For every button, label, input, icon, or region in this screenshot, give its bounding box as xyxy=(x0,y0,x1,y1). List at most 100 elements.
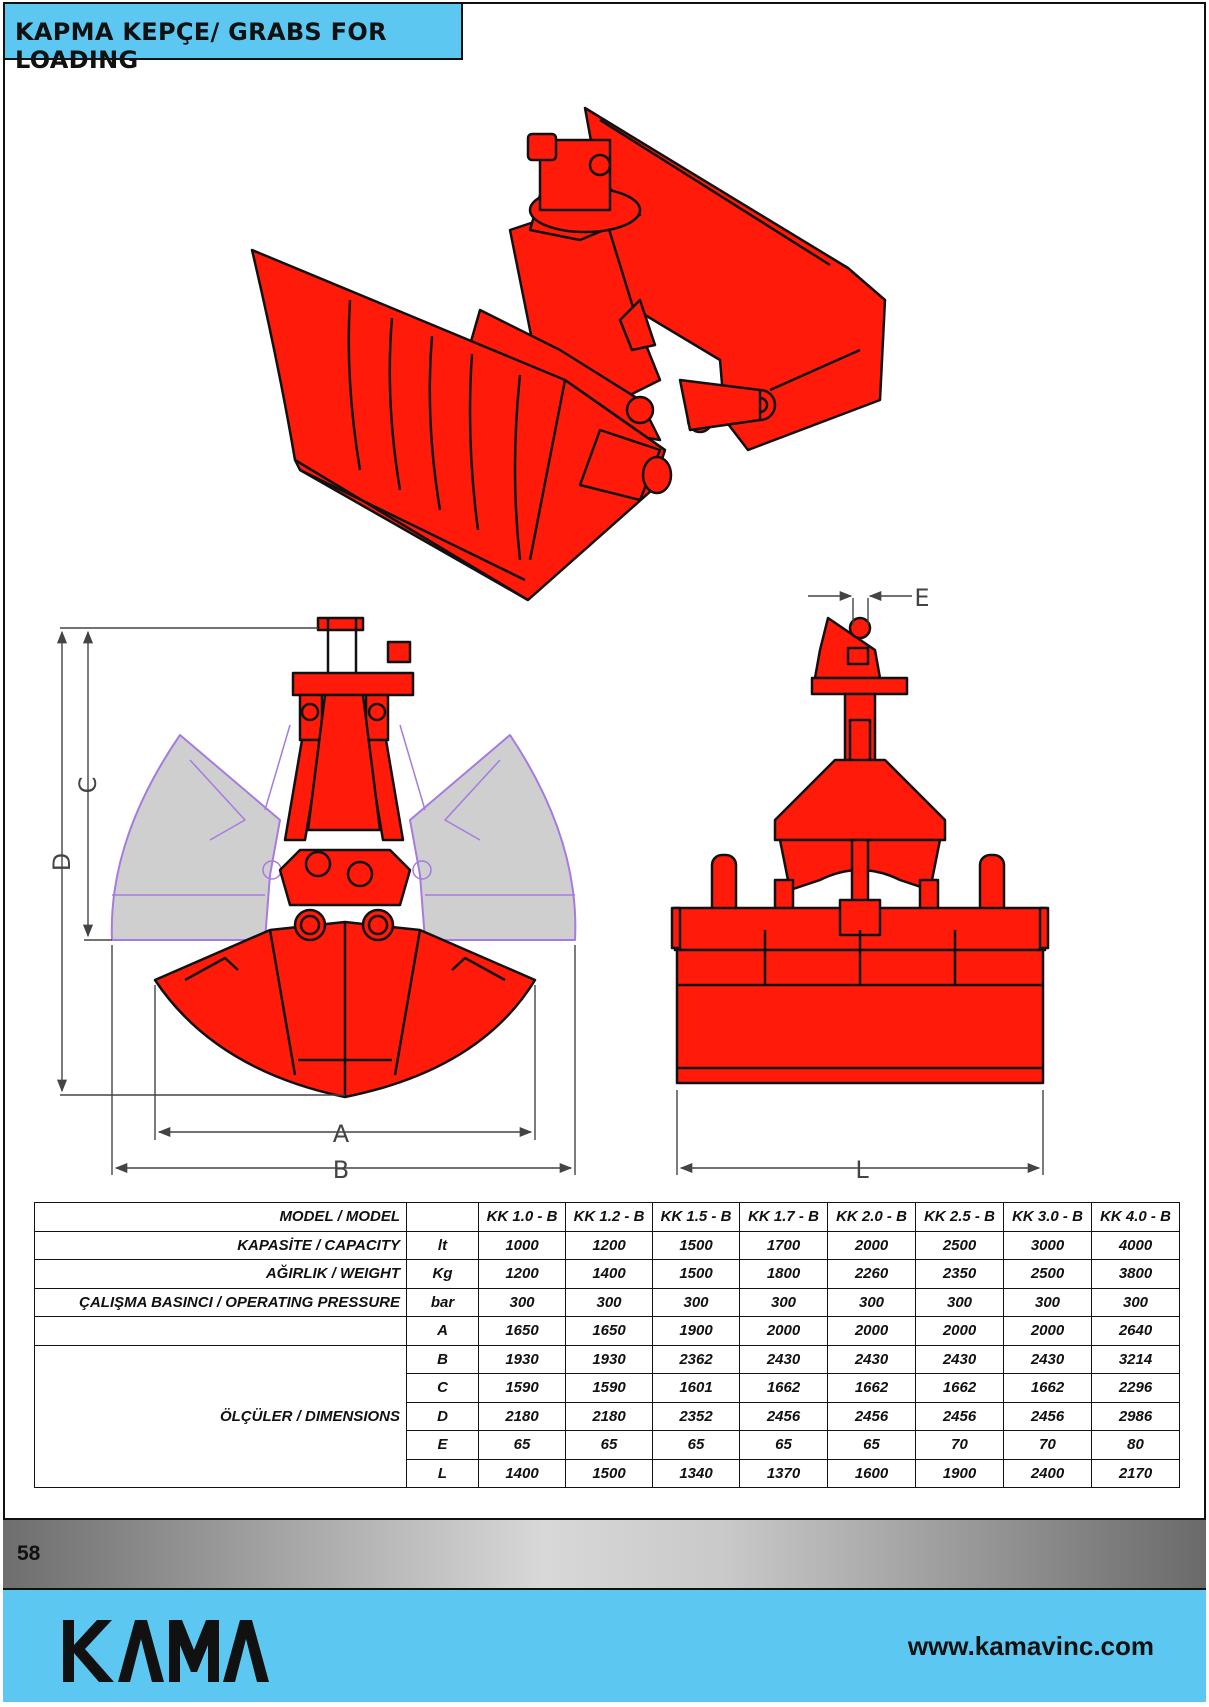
value-cell: 1200 xyxy=(478,1259,566,1289)
value-cell: 2430 xyxy=(1003,1344,1092,1374)
model-header-cell: KK 4.0 - B xyxy=(1091,1202,1180,1232)
value-cell: 2352 xyxy=(652,1401,740,1431)
isometric-grab-illustration xyxy=(250,106,887,602)
value-cell: 1650 xyxy=(565,1316,653,1346)
model-header-cell: KK 1.7 - B xyxy=(739,1202,828,1232)
value-cell: 3000 xyxy=(1003,1230,1092,1260)
value-cell: 300 xyxy=(827,1287,916,1317)
model-header-cell: KK 1.0 - B xyxy=(478,1202,566,1232)
front-view-dimensions xyxy=(56,627,576,1175)
value-cell: 2430 xyxy=(739,1344,828,1374)
value-cell: 2170 xyxy=(1091,1458,1180,1488)
table-row-dim-l: L 1400 1500 1340 1370 1600 1900 2400 217… xyxy=(35,1458,1180,1488)
value-cell: 65 xyxy=(478,1430,566,1460)
value-cell: 1800 xyxy=(739,1259,828,1289)
page-number: 58 xyxy=(17,1542,41,1565)
value-cell: 2350 xyxy=(915,1259,1004,1289)
value-cell: 300 xyxy=(1003,1287,1092,1317)
model-header-cell: KK 2.0 - B xyxy=(827,1202,916,1232)
value-cell: 2400 xyxy=(1003,1458,1092,1488)
value-cell: 1200 xyxy=(565,1230,653,1260)
brand-footer: www.kamavinc.com xyxy=(3,1588,1206,1702)
unit-cell: E xyxy=(406,1430,479,1460)
side-view-illustration xyxy=(670,616,1050,1085)
dim-label-b: B xyxy=(333,1156,349,1184)
value-cell: 2430 xyxy=(827,1344,916,1374)
value-cell: 3214 xyxy=(1091,1344,1180,1374)
value-cell: 1700 xyxy=(739,1230,828,1260)
value-cell: 3800 xyxy=(1091,1259,1180,1289)
value-cell: 65 xyxy=(565,1430,653,1460)
dim-label-e: E xyxy=(914,584,929,612)
row-label-capacity: KAPASİTE / CAPACITY xyxy=(34,1230,407,1260)
value-cell: 1340 xyxy=(652,1458,740,1488)
value-cell: 70 xyxy=(915,1430,1004,1460)
value-cell: 1930 xyxy=(478,1344,566,1374)
model-header-cell: KK 2.5 - B xyxy=(915,1202,1004,1232)
value-cell: 1400 xyxy=(478,1458,566,1488)
table-row-dim-e: E 65 65 65 65 65 70 70 80 xyxy=(35,1430,1180,1460)
value-cell: 2430 xyxy=(915,1344,1004,1374)
value-cell: 2180 xyxy=(478,1401,566,1431)
value-cell: 65 xyxy=(827,1430,916,1460)
table-row-capacity: KAPASİTE / CAPACITY lt 1000 1200 1500 17… xyxy=(34,1230,1180,1260)
value-cell: 1900 xyxy=(915,1458,1004,1488)
value-cell: 2000 xyxy=(827,1230,916,1260)
dim-label-d: D xyxy=(48,853,76,871)
value-cell: 1590 xyxy=(565,1373,653,1403)
unit-cell: L xyxy=(406,1458,479,1488)
unit-cell: Kg xyxy=(406,1259,479,1289)
value-cell: 300 xyxy=(739,1287,828,1317)
value-cell: 65 xyxy=(652,1430,740,1460)
value-cell: 70 xyxy=(1003,1430,1092,1460)
front-view-illustration xyxy=(110,616,577,1099)
value-cell: 1370 xyxy=(739,1458,828,1488)
value-cell: 1400 xyxy=(565,1259,653,1289)
dim-label-a: A xyxy=(333,1120,350,1148)
value-cell: 1500 xyxy=(652,1259,740,1289)
value-cell: 2260 xyxy=(827,1259,916,1289)
value-cell: 65 xyxy=(739,1430,828,1460)
technical-drawing: A B C D E L xyxy=(48,106,1050,1184)
value-cell: 2000 xyxy=(739,1316,828,1346)
value-cell: 2500 xyxy=(1003,1259,1092,1289)
value-cell: 2456 xyxy=(1003,1401,1092,1431)
table-row-dim-a: A 1650 1650 1900 2000 2000 2000 2000 264… xyxy=(34,1316,1180,1346)
website-url[interactable]: www.kamavinc.com xyxy=(907,1631,1154,1661)
model-header-cell: KK 1.5 - B xyxy=(652,1202,740,1232)
value-cell: 1600 xyxy=(827,1458,916,1488)
model-header-cell: KK 1.2 - B xyxy=(565,1202,653,1232)
unit-cell: D xyxy=(406,1401,479,1431)
value-cell: 300 xyxy=(478,1287,566,1317)
value-cell: 4000 xyxy=(1091,1230,1180,1260)
row-label-dimensions: ÖLÇÜLER / DIMENSIONS xyxy=(34,1344,407,1488)
value-cell: 1650 xyxy=(478,1316,566,1346)
value-cell: 1000 xyxy=(478,1230,566,1260)
value-cell: 1601 xyxy=(652,1373,740,1403)
kama-logo xyxy=(63,1620,269,1682)
table-row-model: MODEL / MODEL KK 1.0 - B KK 1.2 - B KK 1… xyxy=(34,1202,1180,1232)
value-cell: 1662 xyxy=(827,1373,916,1403)
value-cell: 2500 xyxy=(915,1230,1004,1260)
value-cell: 300 xyxy=(565,1287,653,1317)
value-cell: 1662 xyxy=(1003,1373,1092,1403)
table-row-pressure: ÇALIŞMA BASINCI / OPERATING PRESSURE bar… xyxy=(34,1287,1180,1317)
value-cell: 2180 xyxy=(565,1401,653,1431)
value-cell: 1500 xyxy=(652,1230,740,1260)
side-view-dimensions xyxy=(676,590,1044,1175)
value-cell: 300 xyxy=(1091,1287,1180,1317)
unit-cell: bar xyxy=(406,1287,479,1317)
value-cell: 2000 xyxy=(915,1316,1004,1346)
value-cell: 2000 xyxy=(1003,1316,1092,1346)
empty-label-cell xyxy=(34,1316,407,1346)
table-row-dim-b: ÖLÇÜLER / DIMENSIONS B 1930 1930 2362 24… xyxy=(34,1344,1180,1488)
page-title: KAPMA KEPÇE/ GRABS FOR LOADING xyxy=(15,18,387,74)
row-label-pressure: ÇALIŞMA BASINCI / OPERATING PRESSURE xyxy=(34,1287,407,1317)
value-cell: 2456 xyxy=(827,1401,916,1431)
unit-cell-empty xyxy=(406,1202,479,1232)
unit-cell: C xyxy=(406,1373,479,1403)
value-cell: 1662 xyxy=(739,1373,828,1403)
value-cell: 1930 xyxy=(565,1344,653,1374)
value-cell: 2296 xyxy=(1091,1373,1180,1403)
value-cell: 2000 xyxy=(827,1316,916,1346)
